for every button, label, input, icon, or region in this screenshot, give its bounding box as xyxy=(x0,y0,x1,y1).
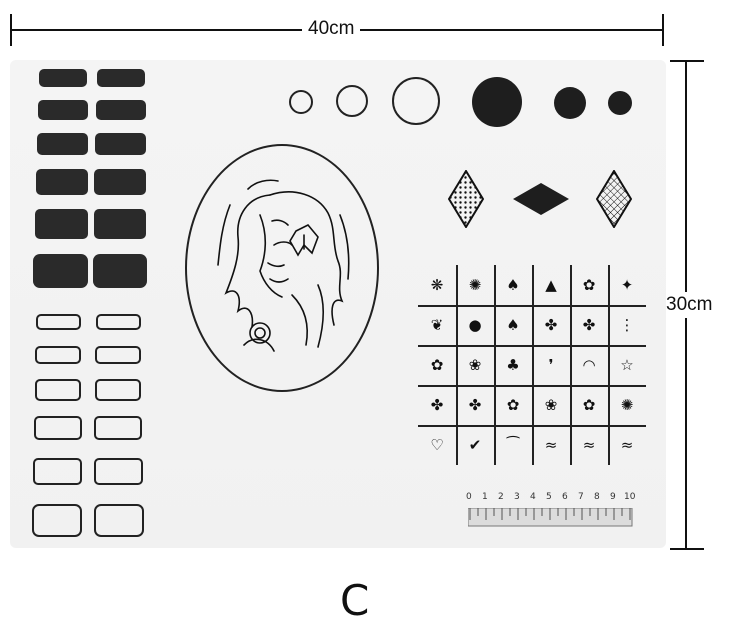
height-label: 30cm xyxy=(664,292,715,318)
portrait-oval xyxy=(185,144,379,392)
nail-shape-filled xyxy=(94,169,146,195)
nail-shape-filled xyxy=(36,169,88,195)
stamp-mustache-icon: ⁀ xyxy=(506,436,520,454)
woman-portrait-icon xyxy=(217,179,350,352)
stamp-dotted-arc-icon: ❜ xyxy=(548,356,554,374)
nail-shape-filled xyxy=(38,100,88,120)
nail-shape-outline xyxy=(94,416,142,440)
stamp-tree-icon: ♠ xyxy=(506,276,520,294)
diamond-solid-icon xyxy=(513,183,569,215)
stamp-flower-icon: ✿ xyxy=(430,356,444,374)
stamp-burst-icon: ✺ xyxy=(620,396,634,414)
nail-shape-filled xyxy=(33,254,88,288)
ruler-number: 5 xyxy=(546,492,552,502)
ruler-number: 2 xyxy=(498,492,504,502)
ruler-number: 6 xyxy=(562,492,568,502)
circle-filled-medium xyxy=(554,87,586,119)
stamp-lips-icon: ◠ xyxy=(582,356,596,374)
nail-shape-outline xyxy=(94,458,143,485)
stamp-bow-icon: ♠ xyxy=(506,316,520,334)
stamp-butterfly-icon: ✿ xyxy=(582,276,596,294)
ruler-number: 7 xyxy=(578,492,584,502)
stamp-clover-icon: ✤ xyxy=(468,396,482,414)
stamp-ribbon-icon: ✤ xyxy=(582,316,596,334)
width-label: 40cm xyxy=(302,18,361,40)
nail-shape-filled xyxy=(96,100,146,120)
nail-shape-outline xyxy=(95,346,141,364)
nail-shape-outline xyxy=(35,346,81,364)
grid-line xyxy=(418,305,646,307)
nail-shape-filled xyxy=(93,254,147,288)
nail-shape-outline xyxy=(95,379,141,401)
ruler-number: 3 xyxy=(514,492,520,502)
stamp-heart-icon: ♡ xyxy=(430,436,444,454)
stamp-grid: ❋ ✺ ♠ ▲ ✿ ✦ ❦ ● ♠ ✤ ✤ ⋮ ✿ ❀ ♣ ❜ ◠ ☆ ✤ ✤ … xyxy=(418,265,646,465)
diamond-mesh-icon xyxy=(596,170,632,228)
stamp-sun-icon: ✺ xyxy=(468,276,482,294)
ruler-number: 1 xyxy=(482,492,488,502)
nail-shape-filled xyxy=(37,133,88,155)
stamp-sparkle-icon: ✦ xyxy=(620,276,634,294)
ruler: 0 1 2 3 4 5 6 7 8 9 10 xyxy=(466,492,638,534)
stamp-flowers-icon: ✤ xyxy=(544,316,558,334)
stamp-star-icon: ☆ xyxy=(620,356,634,374)
circle-outline-small xyxy=(289,90,313,114)
grid-line xyxy=(456,265,458,465)
width-dimension-left-tick xyxy=(10,14,12,46)
nail-shape-outline xyxy=(32,504,82,537)
grid-line xyxy=(532,265,534,465)
grid-line xyxy=(608,265,610,465)
diamond-mesh-icon xyxy=(448,170,484,228)
stamp-wave-icon: ≈ xyxy=(620,436,634,454)
width-dimension: 40cm xyxy=(10,14,664,46)
stamp-leaf-icon: ✿ xyxy=(582,396,596,414)
ruler-number: 10 xyxy=(624,492,636,502)
nail-shape-outline xyxy=(94,504,144,537)
variant-label: C xyxy=(340,576,370,625)
ruler-number: 8 xyxy=(594,492,600,502)
nail-shape-filled xyxy=(94,209,146,239)
ruler-number: 9 xyxy=(610,492,616,502)
stamp-dots-icon: ⋮ xyxy=(619,316,635,334)
stamp-check-icon: ✔ xyxy=(468,436,482,454)
stamp-four-leaf-icon: ✤ xyxy=(430,396,444,414)
nail-shape-filled xyxy=(95,133,146,155)
ruler-number: 0 xyxy=(466,492,472,502)
stamp-blossom-icon: ✿ xyxy=(506,396,520,414)
stamp-triangle-icon: ▲ xyxy=(545,276,557,294)
nail-shape-outline xyxy=(36,314,81,330)
nail-shape-outline xyxy=(34,416,82,440)
ruler-number: 4 xyxy=(530,492,536,502)
grid-line xyxy=(570,265,572,465)
grid-line xyxy=(418,345,646,347)
nail-shape-outline xyxy=(33,458,82,485)
stamp-wave-icon: ≈ xyxy=(582,436,596,454)
nail-shape-filled xyxy=(35,209,88,239)
height-dimension-bottom-tick xyxy=(670,548,704,550)
width-dimension-right-tick xyxy=(662,14,664,46)
silicone-mat: ❋ ✺ ♠ ▲ ✿ ✦ ❦ ● ♠ ✤ ✤ ⋮ ✿ ❀ ♣ ❜ ◠ ☆ ✤ ✤ … xyxy=(10,60,666,548)
nail-shape-filled xyxy=(39,69,87,87)
stamp-rosebud-icon: ❀ xyxy=(544,396,558,414)
nail-shape-filled xyxy=(97,69,145,87)
stamp-apple-icon: ● xyxy=(468,316,482,334)
height-dimension-top-tick xyxy=(670,60,704,62)
stamp-rose-icon: ❀ xyxy=(468,356,482,374)
nail-shape-outline xyxy=(35,379,81,401)
nail-shape-outline xyxy=(96,314,141,330)
circle-filled-small xyxy=(608,91,632,115)
grid-line xyxy=(418,425,646,427)
ruler-scale xyxy=(468,508,633,527)
circle-filled-large xyxy=(472,77,522,127)
grid-line xyxy=(494,265,496,465)
stamp-wave-icon: ≈ xyxy=(544,436,558,454)
circle-outline-medium xyxy=(336,85,368,117)
grid-line xyxy=(418,385,646,387)
stamp-snowflake-icon: ❋ xyxy=(430,276,444,294)
circle-outline-large xyxy=(392,77,440,125)
stamp-club-icon: ♣ xyxy=(506,356,520,374)
stamp-strawberry-icon: ❦ xyxy=(430,316,444,334)
